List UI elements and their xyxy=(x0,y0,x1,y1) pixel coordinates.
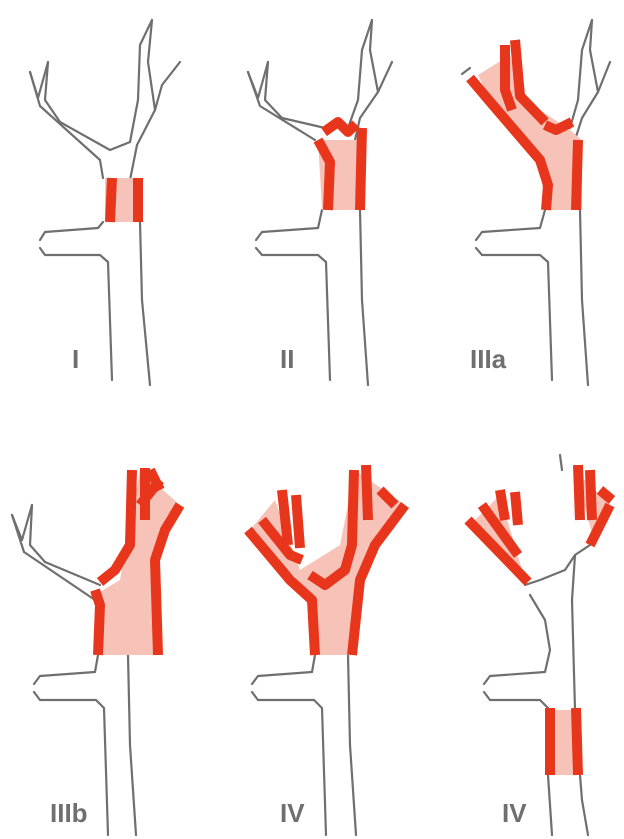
panel-label: IIIb xyxy=(50,798,88,828)
panel-label: IIIa xyxy=(470,344,507,374)
stricture-segment xyxy=(470,40,582,210)
duct-outline xyxy=(12,505,136,835)
stricture-segment xyxy=(545,708,581,775)
duct-outline xyxy=(248,20,392,385)
panel-type-3a: IIIa xyxy=(462,20,610,385)
panel-type-1: I xyxy=(30,20,180,385)
stricture-segment xyxy=(575,465,612,545)
panel-label: II xyxy=(280,344,294,374)
stricture-segment xyxy=(95,468,180,655)
panel-type-3b: IIIb xyxy=(12,468,180,835)
panel-label: IV xyxy=(502,798,527,828)
panel-label: I xyxy=(72,344,79,374)
panel-label: IV xyxy=(280,798,305,828)
panel-type-4-multifocal: IV xyxy=(468,455,612,835)
panel-type-2: II xyxy=(248,20,392,385)
stricture-segment xyxy=(105,178,143,222)
stricture-segment xyxy=(468,490,528,582)
stricture-segment xyxy=(248,465,405,655)
panel-type-4: IV xyxy=(248,465,405,835)
